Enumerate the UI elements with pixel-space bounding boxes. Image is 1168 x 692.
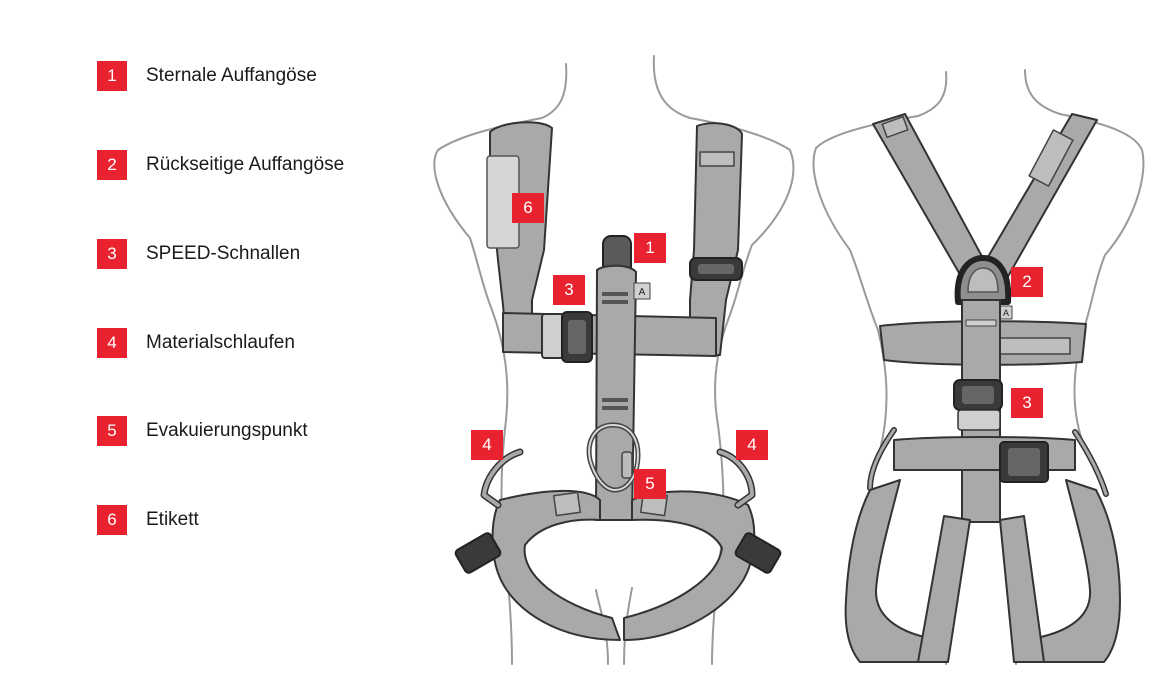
legend-item-4: 4 Materialschlaufen: [97, 328, 295, 358]
back-inner-straps: [917, 515, 1045, 663]
leg-buckle-left: [454, 532, 502, 574]
legend-badge: 4: [97, 328, 127, 358]
legend-badge: 1: [97, 61, 127, 91]
back-right-shoulder-strap: [984, 113, 1098, 281]
a-tag: [633, 282, 651, 300]
front-left-leg-loop: [491, 489, 621, 641]
legend-label: Etikett: [146, 509, 199, 530]
leg-buckle-right: [734, 532, 782, 574]
marker-5-evac: 5: [634, 469, 666, 499]
a-tag-text: A: [639, 287, 646, 298]
legend-label: Materialschlaufen: [146, 332, 295, 353]
marker-6-label: 6: [512, 193, 544, 223]
legend-badge: 5: [97, 416, 127, 446]
legend-item-5: 5 Evakuierungspunkt: [97, 416, 308, 446]
marker-3-front-speed: 3: [553, 275, 585, 305]
legend-label: SPEED-Schnallen: [146, 243, 301, 264]
marker-4-right-loop: 4: [736, 430, 768, 460]
back-left-shoulder-strap: [872, 113, 986, 279]
legend-label: Sternale Auffangöse: [146, 65, 317, 86]
legend-label: Rückseitige Auffangöse: [146, 154, 345, 175]
legend-item-3: 3 SPEED-Schnallen: [97, 239, 300, 269]
back-view: A: [812, 69, 1145, 665]
front-view: A: [433, 55, 795, 665]
marker-4-left-loop: 4: [471, 430, 503, 460]
legend-item-1: 1 Sternale Auffangöse: [97, 61, 317, 91]
legend-badge: 6: [97, 505, 127, 535]
legend-item-6: 6 Etikett: [97, 505, 199, 535]
a-tag-text-back: A: [1003, 308, 1009, 318]
front-right-leg-loop: [623, 490, 756, 641]
marker-3-back-speed: 3: [1011, 388, 1043, 418]
legend-badge: 3: [97, 239, 127, 269]
legend-badge: 2: [97, 150, 127, 180]
marker-1-sternal: 1: [634, 233, 666, 263]
legend-item-2: 2 Rückseitige Auffangöse: [97, 150, 344, 180]
front-mannequin: [433, 55, 795, 665]
back-mannequin: [812, 69, 1145, 665]
marker-2-dorsal: 2: [1011, 267, 1043, 297]
legend-label: Evakuierungspunkt: [146, 420, 308, 441]
